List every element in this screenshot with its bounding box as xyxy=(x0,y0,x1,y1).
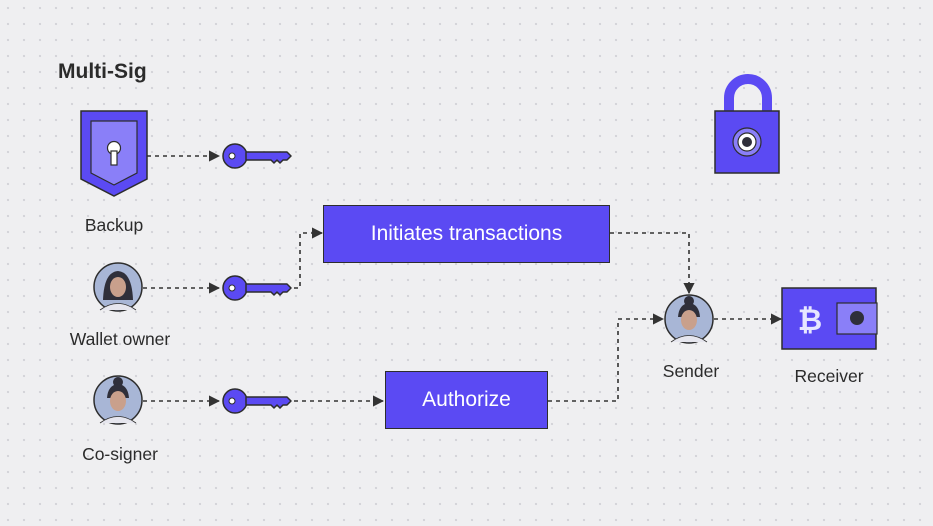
arrow-authorize-to-sender xyxy=(548,313,665,402)
svg-text:₿: ₿ xyxy=(798,303,822,338)
wallet-owner-avatar xyxy=(93,262,143,312)
arrow-owner-key-to-initiate xyxy=(278,227,324,289)
diagram-title: Multi-Sig xyxy=(58,60,147,83)
shield-keyhole-icon xyxy=(80,110,148,197)
arrow-initiate-to-sender xyxy=(610,232,695,295)
co-signer-label: Co-signer xyxy=(82,444,158,464)
co-signer-avatar xyxy=(93,375,143,425)
backup-key-icon xyxy=(222,143,292,169)
padlock-icon xyxy=(714,74,780,174)
sender-avatar xyxy=(664,294,714,344)
receiver-label: Receiver xyxy=(794,366,864,386)
authorize-box: Authorize xyxy=(385,371,548,429)
backup-label: Backup xyxy=(84,215,144,235)
bitcoin-wallet-icon: ₿ xyxy=(781,287,878,350)
cosigner-key-icon xyxy=(222,388,292,414)
initiate-transactions-box: Initiates transactions xyxy=(323,205,610,263)
wallet-owner-label: Wallet owner xyxy=(69,329,171,349)
owner-key-icon xyxy=(222,275,292,301)
sender-label: Sender xyxy=(662,361,720,381)
